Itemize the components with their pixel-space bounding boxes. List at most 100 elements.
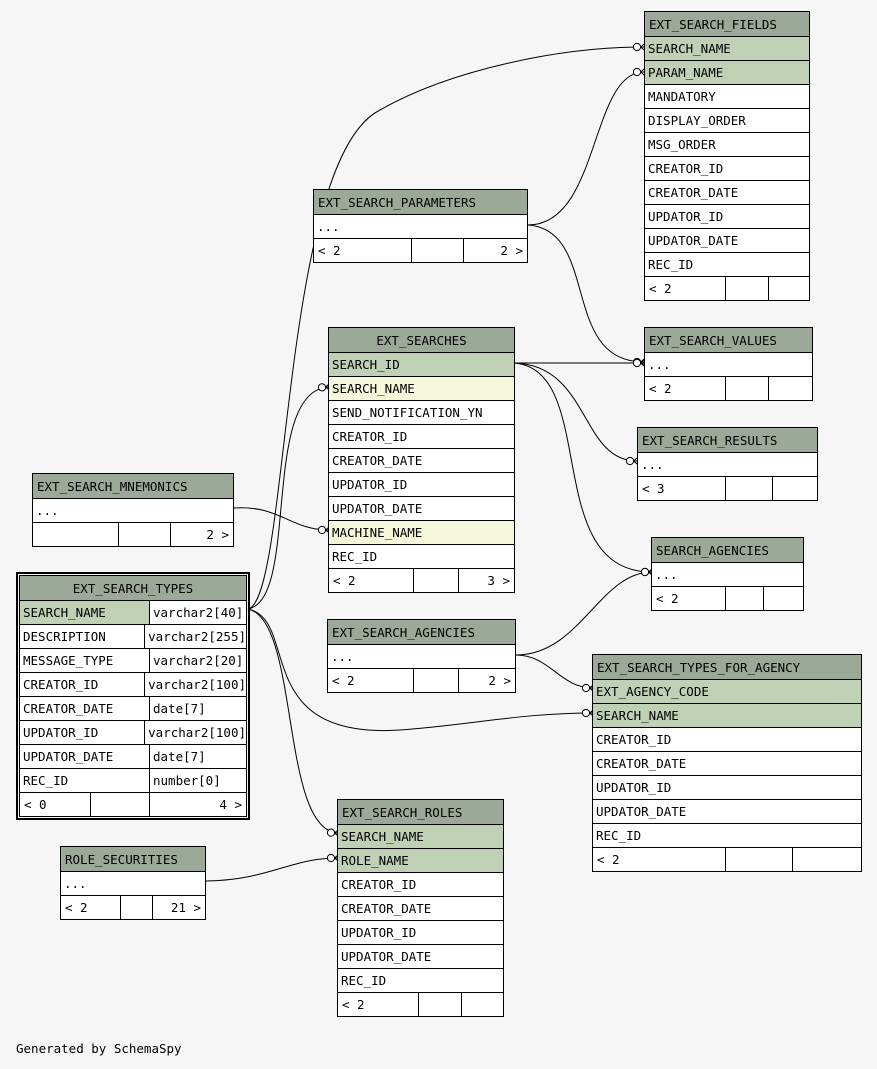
column-msg-order: MSG_ORDER [645, 132, 809, 156]
table-header: EXT_SEARCHES [329, 328, 514, 352]
column-role-name: ROLE_NAME [338, 848, 503, 872]
edge-mnemonics-searches [233, 507, 329, 530]
table-header: EXT_SEARCH_AGENCIES [328, 620, 515, 644]
parents-count[interactable]: < 2 [65, 900, 88, 915]
edge-extagencies-agencies [515, 572, 652, 656]
columns-ellipsis: ... [638, 452, 817, 476]
column-mandatory: MANDATORY [645, 84, 809, 108]
column-type: varchar2[100] [144, 673, 246, 696]
edge-searches-results [513, 362, 637, 461]
parents-count[interactable]: < 2 [332, 673, 355, 688]
column-row: SEARCH_NAME varchar2[40] [20, 600, 246, 624]
parents-count[interactable]: < 2 [597, 852, 620, 867]
parents-count[interactable]: < 2 [333, 573, 356, 588]
column-row: CREATOR_ID varchar2[100] [20, 672, 246, 696]
column-row: MESSAGE_TYPE varchar2[20] [20, 648, 246, 672]
columns-ellipsis: ... [652, 562, 803, 586]
column-type: date[7] [149, 745, 246, 768]
parents-count[interactable]: < 3 [642, 481, 665, 496]
column-message-type: MESSAGE_TYPE [23, 653, 114, 668]
table-ext-search-agencies[interactable]: EXT_SEARCH_AGENCIES ... < 2 2 > [327, 619, 516, 693]
footer-spacer [725, 277, 768, 300]
parents-count[interactable]: < 2 [318, 243, 341, 258]
children-count[interactable]: 2 > [170, 523, 233, 546]
table-header: EXT_SEARCH_RESULTS [638, 428, 817, 452]
column-type: varchar2[20] [149, 649, 246, 672]
table-footer: < 2 [645, 376, 812, 400]
column-machine-name: MACHINE_NAME [329, 520, 514, 544]
column-display-order: DISPLAY_ORDER [645, 108, 809, 132]
column-row: CREATOR_DATE date[7] [20, 696, 246, 720]
column-row: UPDATOR_DATE date[7] [20, 744, 246, 768]
column-rec-id: REC_ID [329, 544, 514, 568]
column-param-name: PARAM_NAME [645, 60, 809, 84]
table-ext-search-types[interactable]: EXT_SEARCH_TYPES SEARCH_NAME varchar2[40… [16, 572, 250, 820]
parents-count[interactable]: < 2 [656, 591, 679, 606]
table-footer: 2 > [33, 522, 233, 546]
table-ext-search-parameters[interactable]: EXT_SEARCH_PARAMETERS ... < 2 2 > [313, 189, 528, 263]
parents-count[interactable]: < 2 [649, 281, 672, 296]
column-row: DESCRIPTION varchar2[255] [20, 624, 246, 648]
children-count[interactable] [461, 993, 503, 1016]
column-type: number[0] [149, 769, 246, 792]
children-count[interactable] [792, 848, 861, 871]
edge-types-roles [247, 608, 338, 833]
table-header: EXT_SEARCH_VALUES [645, 328, 812, 352]
children-count[interactable]: 4 > [149, 793, 246, 816]
table-ext-search-mnemonics[interactable]: EXT_SEARCH_MNEMONICS ... 2 > [32, 473, 234, 547]
column-updator-id: UPDATOR_ID [329, 472, 514, 496]
columns-ellipsis: ... [33, 498, 233, 522]
column-send-notification-yn: SEND_NOTIFICATION_YN [329, 400, 514, 424]
column-creator-date: CREATOR_DATE [645, 180, 809, 204]
footer-spacer [90, 793, 149, 816]
column-updator-date: UPDATOR_DATE [593, 799, 861, 823]
column-updator-date: UPDATOR_DATE [23, 749, 114, 764]
column-type: varchar2[255] [144, 625, 246, 648]
footer-spacer [725, 848, 792, 871]
children-count[interactable]: 2 > [458, 669, 515, 692]
table-ext-search-fields[interactable]: EXT_SEARCH_FIELDS SEARCH_NAME PARAM_NAME… [644, 11, 810, 301]
column-creator-id: CREATOR_ID [23, 677, 99, 692]
footer-spacer [120, 896, 152, 919]
table-role-securities[interactable]: ROLE_SECURITIES ... < 2 21 > [60, 846, 206, 920]
column-creator-id: CREATOR_ID [593, 727, 861, 751]
table-footer: < 2 [338, 992, 503, 1016]
column-updator-id: UPDATOR_ID [23, 725, 99, 740]
edge-types-searches [247, 387, 329, 610]
column-type: date[7] [149, 697, 246, 720]
generated-by-note: Generated by SchemaSpy [16, 1041, 182, 1056]
column-creator-id: CREATOR_ID [645, 156, 809, 180]
children-count[interactable]: 3 > [458, 569, 514, 592]
table-search-agencies[interactable]: SEARCH_AGENCIES ... < 2 [651, 537, 804, 611]
column-rec-id: REC_ID [593, 823, 861, 847]
table-ext-search-types-for-agency[interactable]: EXT_SEARCH_TYPES_FOR_AGENCY EXT_AGENCY_C… [592, 654, 862, 872]
children-count[interactable] [763, 587, 803, 610]
table-ext-search-roles[interactable]: EXT_SEARCH_ROLES SEARCH_NAME ROLE_NAME C… [337, 799, 504, 1017]
parents-count[interactable]: < 2 [649, 381, 672, 396]
children-count[interactable]: 2 > [463, 239, 527, 262]
table-ext-searches[interactable]: EXT_SEARCHES SEARCH_ID SEARCH_NAME SEND_… [328, 327, 515, 593]
edge-extagencies-typesforagency [515, 654, 593, 688]
column-creator-id: CREATOR_ID [329, 424, 514, 448]
children-count[interactable] [768, 277, 809, 300]
columns-ellipsis: ... [61, 871, 205, 895]
table-footer: < 2 21 > [61, 895, 205, 919]
footer-spacer [725, 477, 772, 500]
table-ext-search-results[interactable]: EXT_SEARCH_RESULTS ... < 3 [637, 427, 818, 501]
table-ext-search-values[interactable]: EXT_SEARCH_VALUES ... < 2 [644, 327, 813, 401]
table-header: EXT_SEARCH_TYPES_FOR_AGENCY [593, 655, 861, 679]
table-header: EXT_SEARCH_ROLES [338, 800, 503, 824]
column-search-name: SEARCH_NAME [645, 36, 809, 60]
parents-count[interactable] [33, 523, 118, 546]
table-header: SEARCH_AGENCIES [652, 538, 803, 562]
table-header: EXT_SEARCH_FIELDS [645, 12, 809, 36]
children-count[interactable] [772, 477, 817, 500]
column-description: DESCRIPTION [23, 629, 106, 644]
parents-count[interactable]: < 0 [24, 797, 47, 812]
edge-rolesec-roles [205, 858, 338, 882]
parents-count[interactable]: < 2 [342, 997, 365, 1012]
children-count[interactable]: 21 > [152, 896, 205, 919]
edge-types-fields [247, 47, 644, 610]
table-footer: < 2 [645, 276, 809, 300]
children-count[interactable] [768, 377, 812, 400]
